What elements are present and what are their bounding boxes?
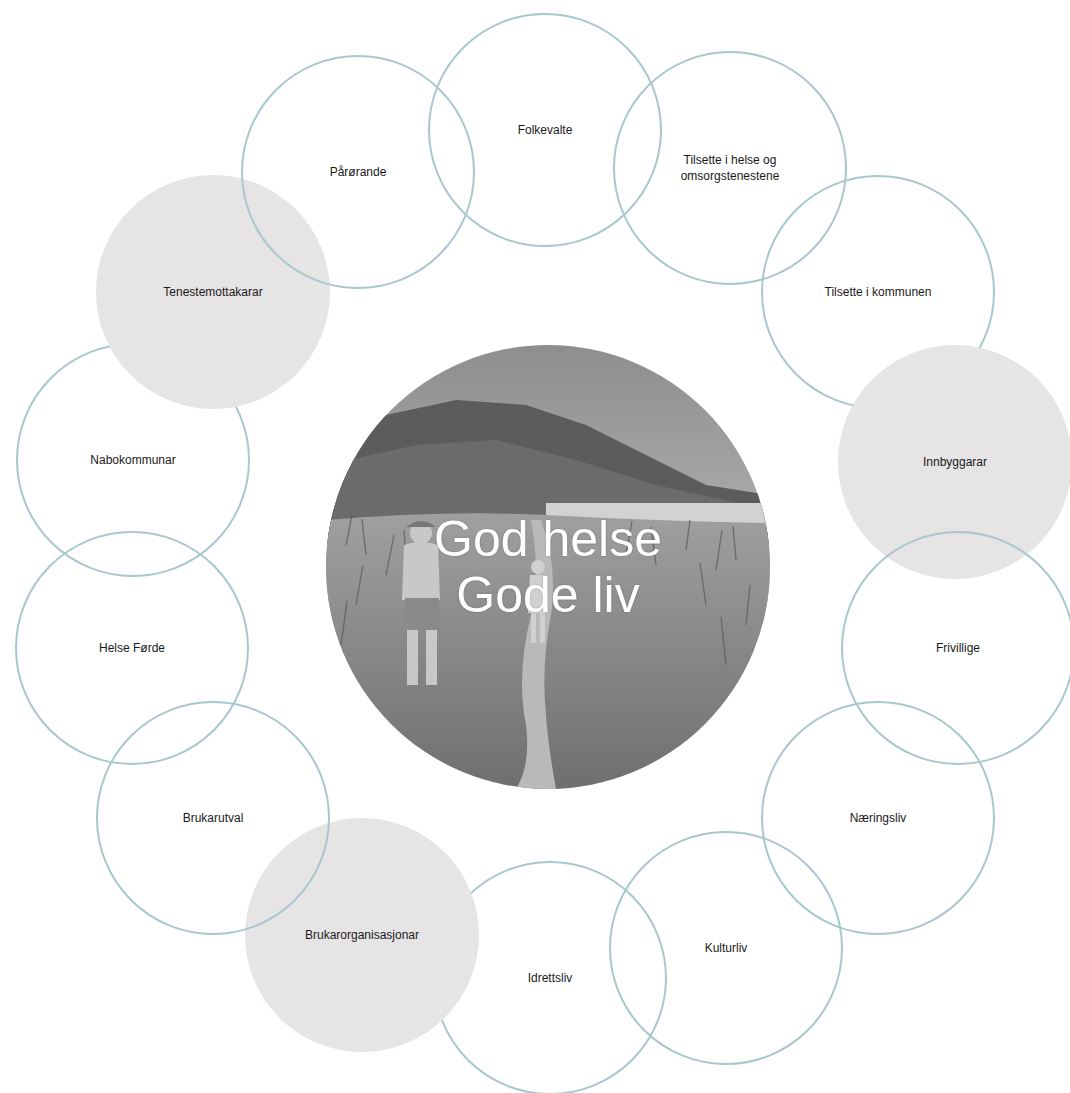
circle-label: Helse Førde — [99, 640, 165, 656]
text-holder: Kulturliv — [705, 940, 748, 956]
text-holder: Tenestemottakarar — [163, 284, 262, 300]
stakeholder-circle: Folkevalte — [428, 13, 662, 247]
text-holder: Frivillige — [936, 640, 980, 656]
circle-label: Tenestemottakarar — [163, 284, 262, 300]
stakeholder-circle: Helse Førde — [15, 531, 249, 765]
circle-label: Pårørande — [330, 164, 387, 180]
circle-label: Tilsette i helse og omsorgstenestene — [666, 152, 795, 184]
circle-label: Idrettsliv — [528, 970, 573, 986]
circle-label: Brukarorganisasjonar — [305, 927, 419, 943]
text-holder: Tilsette i kommunen — [825, 284, 932, 300]
stakeholder-circle: Tenestemottakarar — [96, 175, 330, 409]
stakeholder-circle: Næringsliv — [761, 701, 995, 935]
text-holder: Næringsliv — [850, 810, 907, 826]
text-holder: Helse Førde — [99, 640, 165, 656]
stakeholder-circle: Brukarutval — [96, 701, 330, 935]
text-holder: Tilsette i helse og omsorgstenestene — [666, 152, 795, 184]
stakeholder-circle: Kulturliv — [609, 831, 843, 1065]
stakeholder-circle: Brukarorganisasjonar — [245, 818, 479, 1052]
circle-label: Frivillige — [936, 640, 980, 656]
text-holder: God helse Gode liv — [410, 511, 685, 623]
center-circle: God helse Gode liv — [326, 345, 770, 789]
circle-label: Næringsliv — [850, 810, 907, 826]
circle-label: Folkevalte — [518, 122, 573, 138]
stakeholder-circle: Pårørande — [241, 55, 475, 289]
stakeholder-circle: Frivillige — [841, 531, 1070, 765]
circle-label: Kulturliv — [705, 940, 748, 956]
circle-label: Innbyggarar — [923, 454, 987, 470]
stakeholder-circle: Tilsette i helse og omsorgstenestene — [613, 51, 847, 285]
text-holder: Pårørande — [330, 164, 387, 180]
text-holder: Folkevalte — [518, 122, 573, 138]
text-holder: Innbyggarar — [923, 454, 987, 470]
circle-outline — [613, 51, 847, 285]
circle-label: Nabokommunar — [90, 452, 175, 468]
center-title: God helse Gode liv — [410, 511, 685, 623]
text-holder: Brukarorganisasjonar — [305, 927, 419, 943]
stakeholder-circle: Innbyggarar — [838, 345, 1070, 579]
text-holder: Nabokommunar — [90, 452, 175, 468]
circle-label: Brukarutval — [183, 810, 244, 826]
text-holder: Brukarutval — [183, 810, 244, 826]
text-holder: Idrettsliv — [528, 970, 573, 986]
circle-label: Tilsette i kommunen — [825, 284, 932, 300]
